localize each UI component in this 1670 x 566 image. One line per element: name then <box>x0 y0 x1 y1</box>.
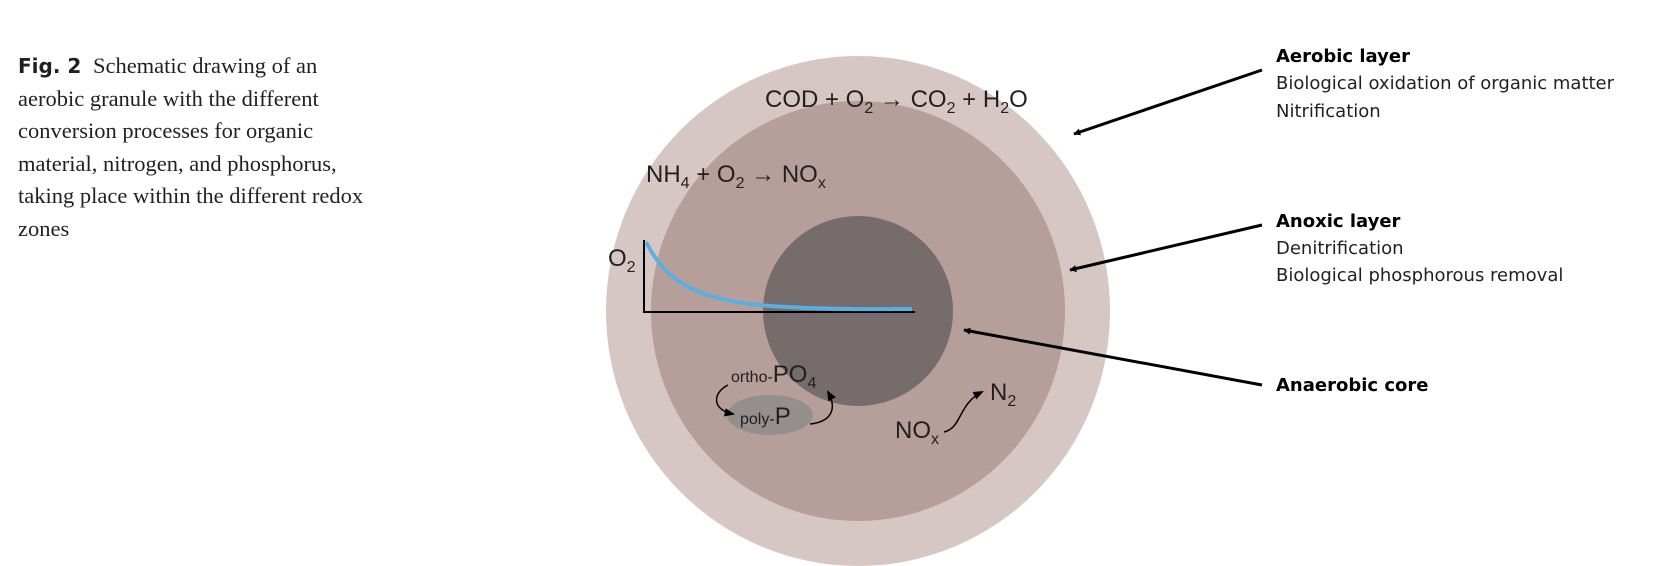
aerobic-layer-title: Aerobic layer <box>1276 46 1410 67</box>
aerobic-layer-arrow <box>1073 68 1263 136</box>
anoxic-layer-title: Anoxic layer <box>1276 211 1401 232</box>
ortho-to-poly-arrow <box>715 384 736 417</box>
anaerobic-core-arrow <box>963 327 1263 387</box>
anaerobic-core-title: Anaerobic core <box>1276 375 1428 396</box>
figure-label: Fig. 2 <box>18 54 82 78</box>
anoxic-layer-desc-2: Biological phosphorous removal <box>1276 265 1563 286</box>
nox-label: NOx <box>895 417 939 448</box>
poly-p-label: poly-P <box>740 403 791 430</box>
o2-axis-label: O2 <box>608 245 636 276</box>
poly-p-granule <box>727 395 813 435</box>
o2-profile-curve <box>644 241 913 312</box>
figure-caption: Fig. 2 Schematic drawing of an aerobic g… <box>18 50 388 245</box>
poly-to-ortho-arrow <box>809 390 836 425</box>
nitrification-equation: NH4 + O2 → NOx <box>646 161 826 192</box>
figure-caption-text: Schematic drawing of an aerobic granule … <box>18 53 364 241</box>
n2-label: N2 <box>990 379 1016 410</box>
nox-to-n2-arrow <box>943 391 984 433</box>
anoxic-layer-desc-1: Denitrification <box>1276 238 1404 259</box>
ortho-po4-label: ortho-PO4 <box>731 361 816 392</box>
aerobic-layer-desc-1: Biological oxidation of organic matter <box>1276 73 1615 94</box>
anoxic-layer-arrow <box>1069 223 1263 272</box>
cod-oxidation-equation: COD + O2 → CO2 + H2O <box>765 86 1028 117</box>
aerobic-layer-desc-2: Nitrification <box>1276 101 1381 122</box>
